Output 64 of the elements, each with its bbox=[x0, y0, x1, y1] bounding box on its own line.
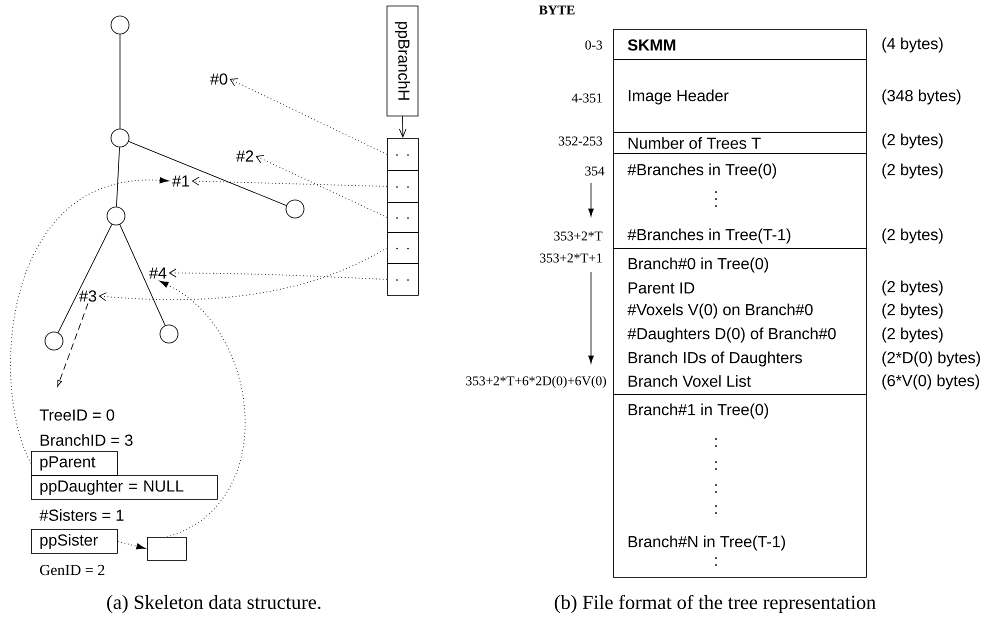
pointer-cell bbox=[387, 170, 419, 203]
arrow bbox=[399, 116, 406, 138]
size-note: (2 bytes) bbox=[882, 164, 943, 178]
field-box: ppSister bbox=[31, 529, 118, 554]
arrow bbox=[168, 268, 388, 280]
size-note: (2 bytes) bbox=[882, 280, 943, 296]
branch-line bbox=[128, 141, 287, 206]
byte-offset: 4-351 bbox=[572, 94, 602, 102]
table-row: Image Header bbox=[613, 59, 867, 133]
table-row: Branch#1 in Tree(0) Branch#N in Tree(T-1) bbox=[613, 394, 867, 578]
column-heading: BYTE bbox=[539, 6, 574, 14]
field-text: BranchID = 3 bbox=[40, 434, 132, 446]
table-row: Branch#0 in Tree(0) Parent ID #Voxels V(0) on Branch#0 #Daughters D(0) of Branch#0 Branch IDs of Daughters Branch Voxel List bbox=[613, 248, 867, 395]
pointer-cell bbox=[387, 232, 419, 264]
arrow bbox=[230, 78, 388, 155]
size-note: (4 bytes) bbox=[882, 38, 943, 52]
size-note: (6*V(0) bytes) bbox=[882, 374, 980, 390]
branch-line bbox=[58, 224, 112, 333]
arrow bbox=[57, 303, 88, 387]
size-note: (2 bytes) bbox=[882, 134, 943, 148]
size-note: (2 bytes) bbox=[882, 228, 943, 244]
arrow bbox=[159, 280, 246, 538]
tree-node-circle bbox=[160, 324, 178, 344]
byte-offset: 353+2*T bbox=[554, 232, 602, 240]
caption: (a) Skeleton data structure. bbox=[107, 594, 320, 614]
arrow bbox=[192, 176, 388, 187]
tree-node-circle bbox=[286, 200, 304, 218]
tree-node-circle bbox=[44, 332, 64, 350]
branch-label: #4 bbox=[149, 268, 166, 278]
pointer-cell bbox=[387, 263, 419, 296]
field-box: pParent bbox=[31, 451, 118, 476]
branch-label: #2 bbox=[236, 150, 254, 162]
field-text: #Sisters = 1 bbox=[39, 509, 124, 521]
arrow bbox=[117, 541, 146, 550]
branch-line bbox=[119, 224, 166, 326]
pointer-cell bbox=[387, 138, 419, 171]
branch-label: #0 bbox=[210, 73, 228, 85]
tree-node-circle bbox=[110, 16, 130, 34]
size-note: (2 bytes) bbox=[882, 304, 943, 318]
branch-line bbox=[116, 147, 120, 208]
field-text: TreeID = 0 bbox=[40, 409, 114, 421]
byte-offset: 352-253 bbox=[558, 136, 602, 146]
arrow bbox=[98, 248, 388, 302]
byte-offset: 353+2*T+1 bbox=[540, 254, 602, 262]
byte-offset: 0-3 bbox=[585, 40, 602, 50]
table-row: SKMM bbox=[613, 29, 867, 60]
byte-offset: 353+2*T+6*2D(0)+6V(0) bbox=[466, 376, 606, 388]
tree-node-circle bbox=[106, 206, 126, 226]
field-box: ppDaughter = NULL bbox=[31, 475, 218, 500]
byte-offset: 354 bbox=[585, 166, 604, 176]
field-text: GenID = 2 bbox=[40, 564, 104, 576]
size-note: (2*D(0) bytes) bbox=[882, 352, 980, 366]
sister-box bbox=[147, 537, 187, 561]
size-note: (348 bytes) bbox=[882, 90, 960, 104]
pointer-box: ppBranchH bbox=[386, 6, 418, 116]
branch-label: #1 bbox=[172, 176, 190, 186]
size-note: (2 bytes) bbox=[882, 328, 943, 342]
arrow bbox=[256, 155, 388, 218]
pointer-cell bbox=[387, 202, 419, 233]
table-row: #Branches in Tree(0) #Branches in Tree(T-1) bbox=[613, 153, 867, 249]
arrow bbox=[10, 177, 169, 464]
tree-node-circle bbox=[110, 128, 130, 148]
branch-label: #3 bbox=[79, 290, 96, 302]
table-row: Number of Trees T bbox=[613, 132, 867, 154]
